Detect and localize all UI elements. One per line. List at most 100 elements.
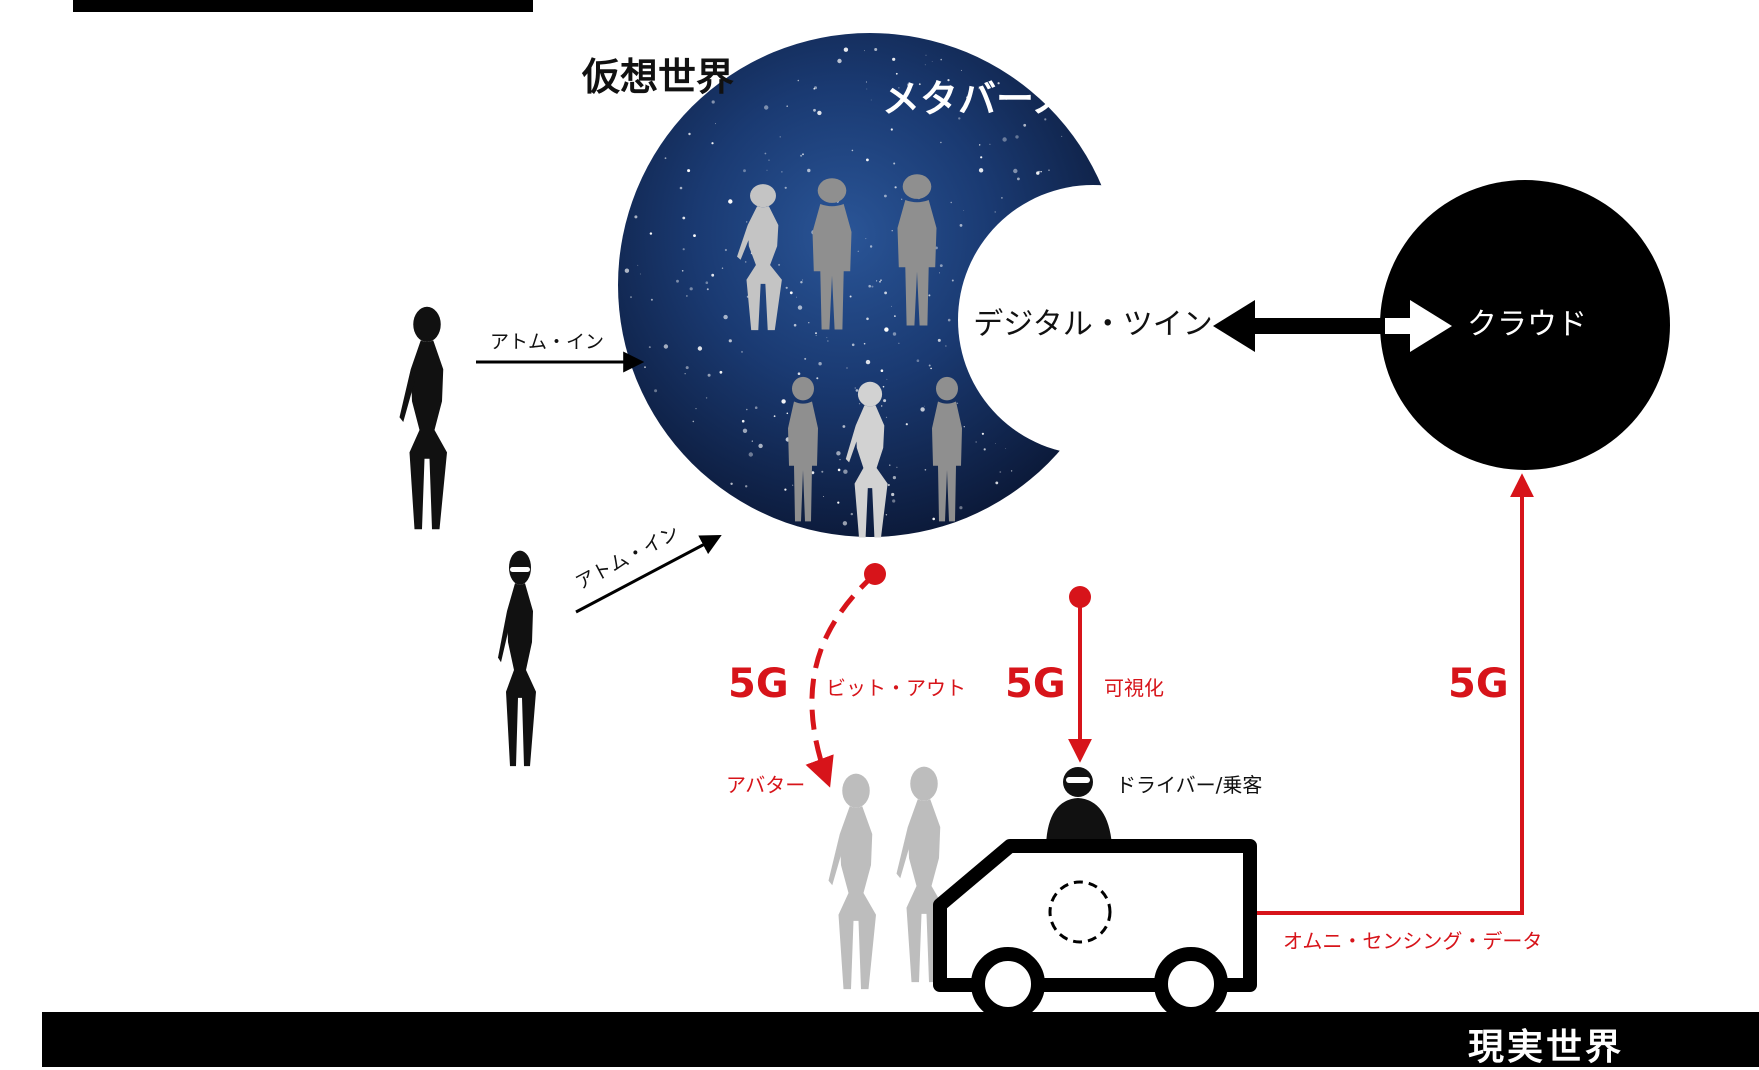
star [764,105,769,110]
star [945,345,947,347]
star [892,57,896,61]
star [663,344,669,349]
star [866,88,868,90]
star [939,272,940,274]
star [997,82,1000,85]
star [682,248,685,251]
star [748,452,753,457]
star [956,402,959,404]
star [781,171,783,173]
star [823,496,824,497]
atom-in-label-1: アトム・イン [490,331,604,353]
star [711,100,715,104]
star [940,58,942,61]
star [947,79,950,82]
star [849,295,852,298]
star [916,359,920,363]
star [784,488,787,491]
star [869,245,873,248]
star [894,315,896,317]
star [930,367,932,370]
star [634,215,638,219]
star [804,357,807,360]
driver-silhouette [1046,767,1112,845]
star [797,372,801,376]
star [836,451,841,456]
star [880,369,884,373]
digital-twin-label: デジタル・ツイン [973,307,1212,342]
star [817,110,822,116]
star [901,198,903,200]
star [697,346,703,351]
star [793,323,797,327]
star [863,342,866,345]
star [924,469,927,471]
star [630,296,632,299]
star [918,83,921,86]
star [785,286,788,289]
star [745,485,748,488]
star [813,108,816,112]
star [724,248,728,252]
star [839,459,841,461]
star [624,268,630,273]
star [1023,123,1027,127]
star [818,362,822,366]
star [728,339,732,343]
star [693,234,696,238]
star [1061,135,1063,137]
star [951,279,954,282]
star [715,123,716,125]
star [741,350,743,353]
star [730,482,733,485]
star [892,499,896,503]
star [786,105,788,107]
star [978,168,984,173]
star [884,194,887,198]
star [947,318,951,322]
star [684,373,686,375]
star [1038,170,1040,173]
star [966,96,969,99]
ground-bar [42,1012,1759,1067]
star [890,128,893,131]
star [882,385,885,388]
star [711,273,715,277]
digital-twin-circle [958,185,1228,455]
star [843,47,849,52]
top-bar [73,0,533,12]
star [866,317,869,321]
star [837,501,840,504]
star [851,149,854,152]
star [920,407,925,412]
star [682,216,686,220]
star [644,366,646,369]
star [719,370,723,374]
star [885,416,888,418]
star [815,334,817,337]
star [864,50,865,52]
driver-passenger-label: ドライバー/乗客 [1116,773,1262,797]
star [883,399,887,403]
star [881,405,883,407]
fiveg-visualize-label: 5G [1005,661,1066,707]
star [963,426,965,428]
star [650,298,653,301]
star [884,327,889,332]
star [975,441,977,443]
star [879,281,881,283]
star [1040,171,1042,173]
user-silhouette-1 [399,291,447,530]
star [865,359,871,365]
star [692,420,695,423]
star [887,483,890,487]
star [648,346,651,349]
star [797,79,800,82]
star [959,224,963,227]
star [746,408,748,411]
star [687,169,691,173]
star [1005,448,1007,449]
star [742,428,748,433]
star [807,168,811,173]
